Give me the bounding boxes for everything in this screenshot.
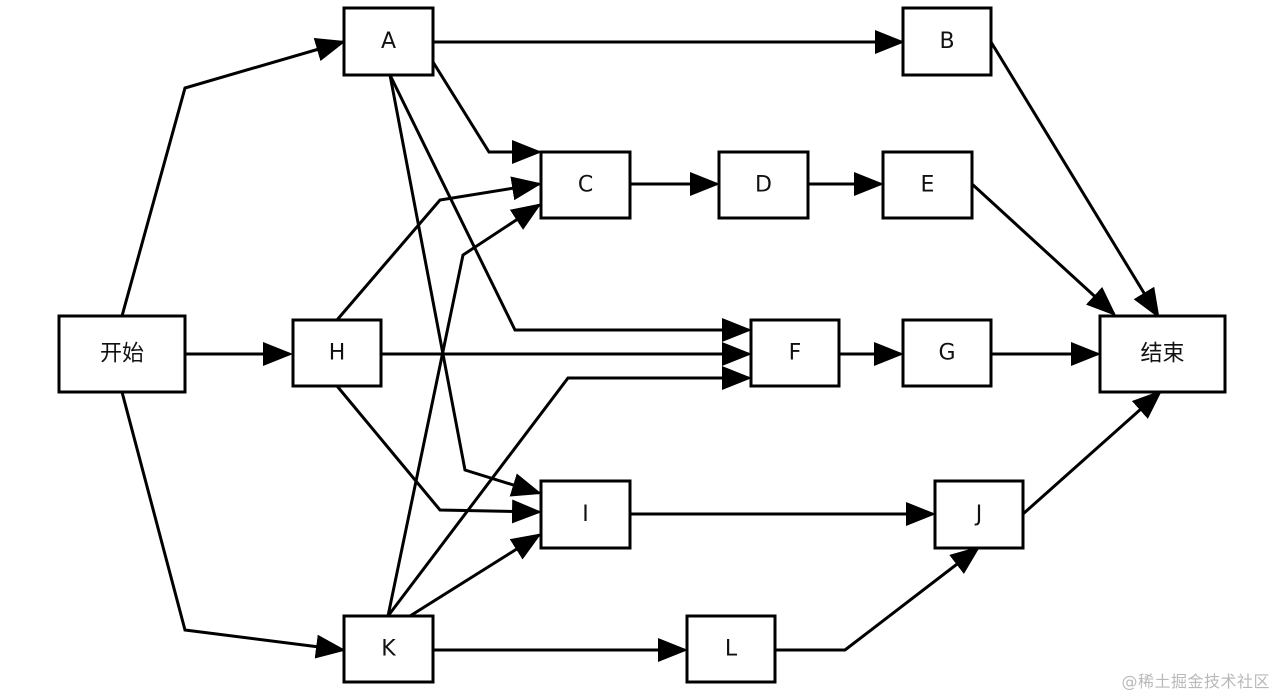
node-box	[685, 614, 777, 684]
node-label: L	[725, 637, 738, 662]
node-h: H	[291, 318, 383, 388]
node-start: 开始	[57, 314, 187, 394]
node-d: D	[717, 150, 810, 220]
node-label: 结束	[1140, 342, 1184, 367]
node-label: D	[755, 173, 772, 198]
edge-k-to-i	[409, 533, 542, 618]
node-j: J	[933, 479, 1025, 550]
node-label: C	[578, 173, 593, 198]
node-box	[539, 150, 632, 220]
edge-start-to-a	[120, 38, 346, 317]
node-box	[291, 318, 383, 388]
edge-a-to-c	[431, 61, 542, 164]
node-end: 结束	[1098, 314, 1227, 394]
node-e: E	[881, 150, 974, 220]
edge-a-to-i	[388, 74, 542, 497]
node-box	[717, 150, 810, 220]
node-i: I	[539, 479, 632, 550]
node-label: E	[921, 173, 935, 198]
edge-k-to-c	[386, 203, 542, 617]
edge-h-to-i	[335, 385, 542, 524]
nodes-layer: 开始 A B C D E F G H I J K L 结束	[57, 6, 1227, 684]
node-box	[539, 479, 632, 550]
node-box	[901, 6, 993, 77]
edge-e-to-end	[970, 182, 1117, 317]
node-label: H	[329, 341, 346, 366]
node-label: B	[939, 29, 954, 54]
edge-k-to-f	[386, 366, 752, 617]
edge-start-to-k	[120, 391, 346, 659]
node-label: J	[974, 502, 983, 527]
node-box	[57, 314, 187, 394]
node-b: B	[901, 6, 993, 77]
edge-j-to-end	[1022, 390, 1163, 516]
node-label: K	[381, 637, 396, 662]
edge-a-to-f	[388, 74, 752, 342]
node-box	[933, 479, 1025, 550]
node-box	[749, 318, 841, 388]
edges-layer	[120, 30, 1163, 662]
node-a: A	[342, 6, 435, 77]
node-label: 开始	[100, 342, 144, 367]
node-f: F	[749, 318, 841, 388]
node-g: G	[901, 318, 993, 388]
node-l: L	[685, 614, 777, 684]
node-label: I	[582, 502, 589, 527]
node-box	[881, 150, 974, 220]
edge-h-to-c	[335, 176, 542, 321]
node-k: K	[342, 614, 435, 684]
node-label: A	[381, 29, 396, 54]
node-box	[342, 614, 435, 684]
node-label: F	[789, 341, 802, 366]
node-box	[1098, 314, 1227, 394]
node-label: G	[938, 341, 955, 366]
node-box	[901, 318, 993, 388]
watermark: @稀土掘金技术社区	[1121, 672, 1270, 691]
node-c: C	[539, 150, 632, 220]
node-box	[342, 6, 435, 77]
edge-l-to-j	[775, 546, 981, 652]
edge-b-to-end	[989, 41, 1160, 319]
